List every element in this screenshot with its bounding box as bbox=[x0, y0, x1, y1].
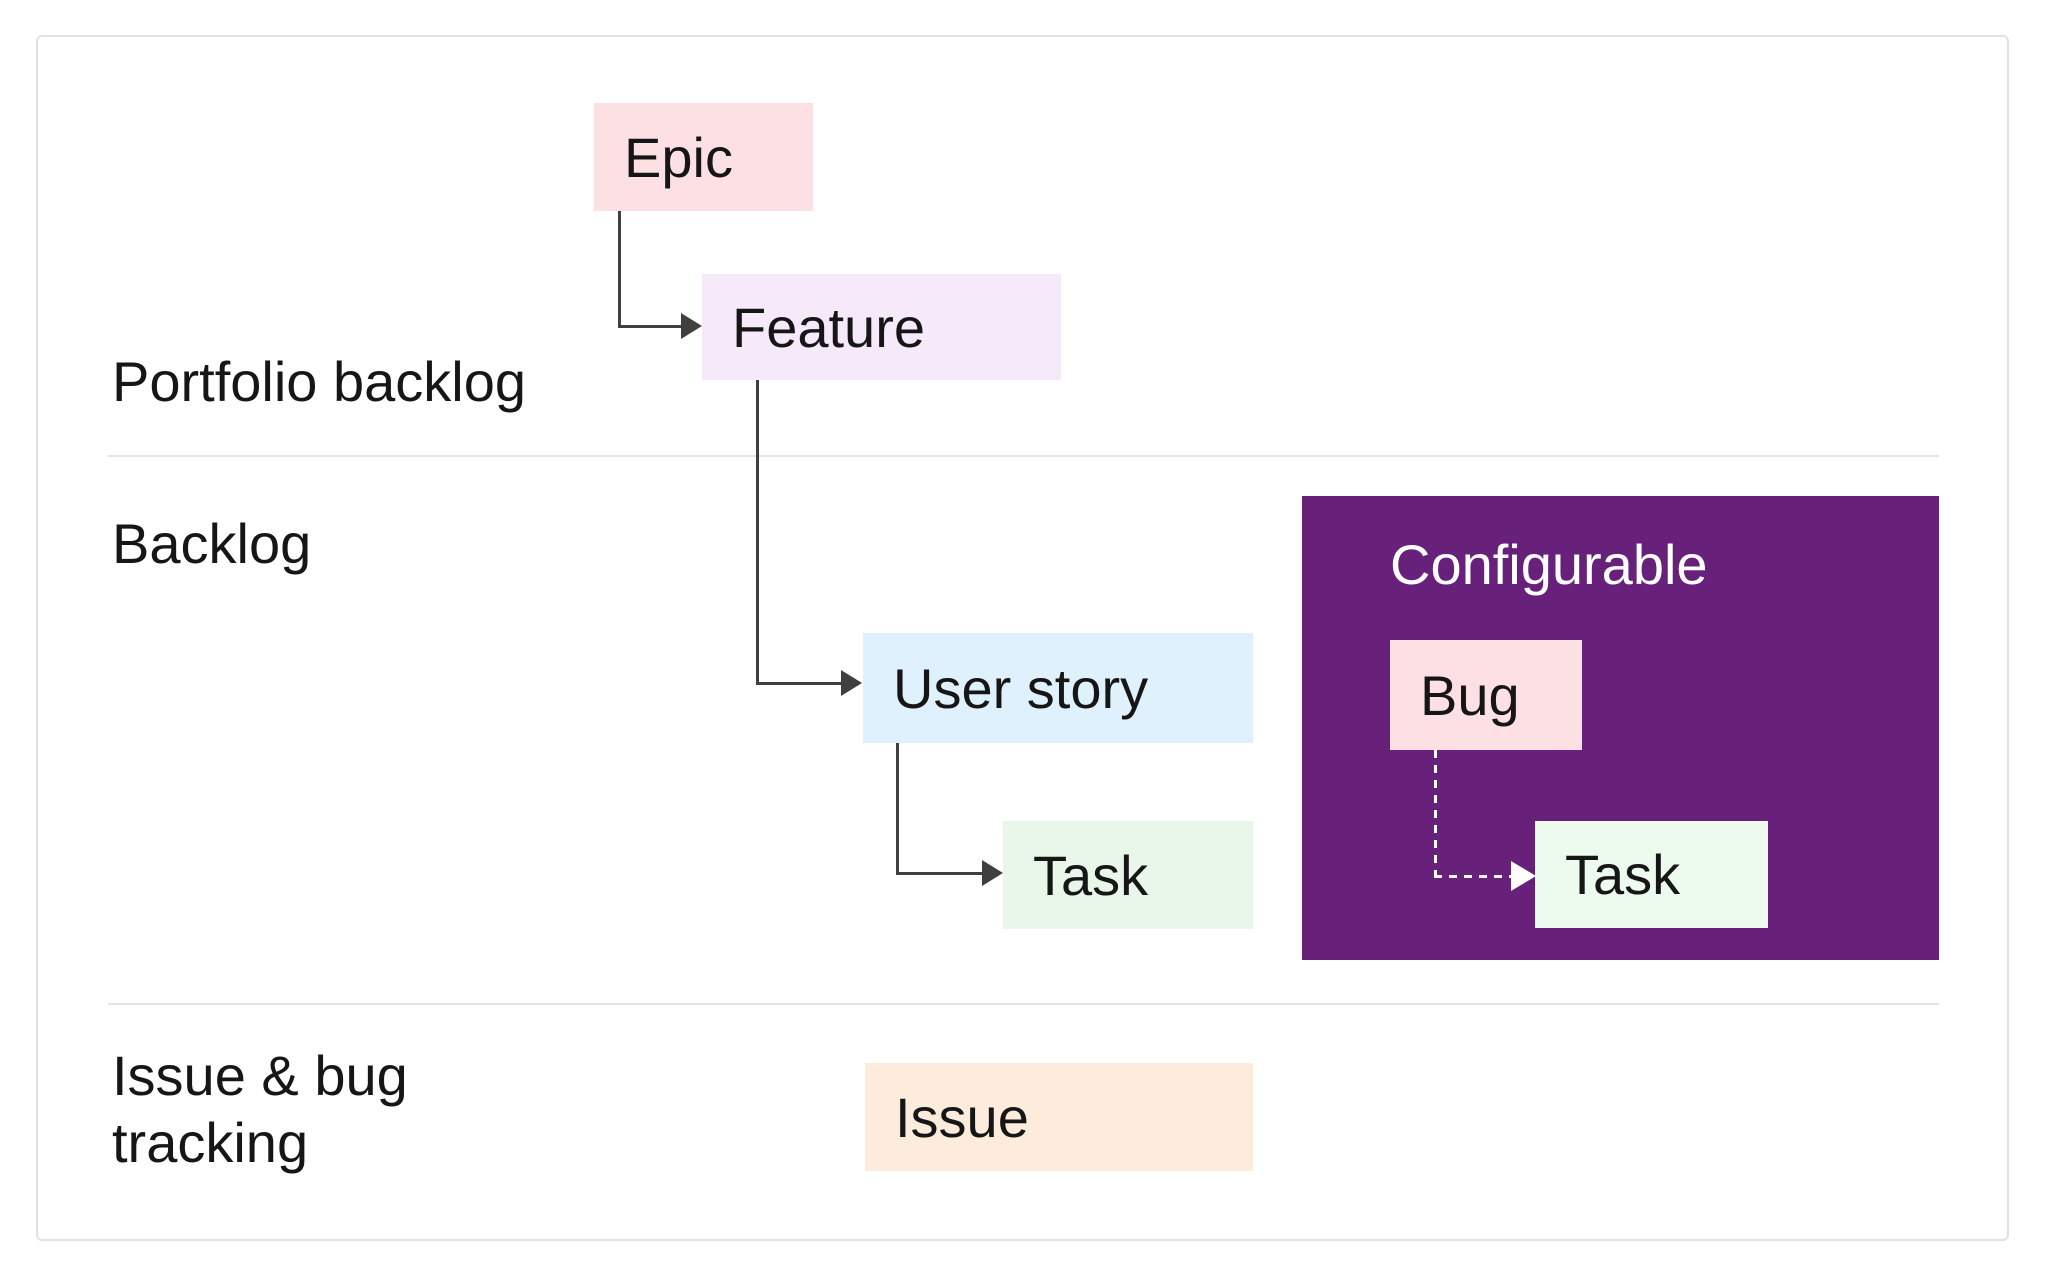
node-feature: Feature bbox=[702, 274, 1061, 380]
divider-portfolio-backlog bbox=[108, 455, 1939, 457]
node-feature-label: Feature bbox=[732, 295, 925, 359]
configurable-group-title: Configurable bbox=[1390, 533, 1708, 596]
arrowhead-right-icon bbox=[841, 670, 862, 696]
node-issue: Issue bbox=[865, 1063, 1253, 1171]
epic-to-feature-connector-horizontal bbox=[618, 325, 682, 328]
divider-backlog-issue bbox=[108, 1003, 1939, 1005]
node-epic: Epic bbox=[594, 103, 813, 211]
arrowhead-right-icon bbox=[982, 860, 1003, 886]
node-configurable-task: Task bbox=[1535, 821, 1768, 928]
node-bug: Bug bbox=[1390, 640, 1582, 750]
section-label-backlog: Backlog bbox=[112, 512, 312, 575]
configurable-group: Configurable Bug Task bbox=[1302, 496, 1939, 960]
node-user-story-label: User story bbox=[893, 656, 1149, 720]
node-task: Task bbox=[1003, 821, 1253, 929]
user-story-to-task-connector-vertical bbox=[896, 743, 899, 875]
bug-to-task-dotted-connector-vertical bbox=[1434, 750, 1437, 878]
epic-to-feature-connector-vertical bbox=[618, 211, 621, 328]
arrowhead-right-icon bbox=[681, 313, 702, 339]
section-label-portfolio-backlog: Portfolio backlog bbox=[112, 350, 527, 413]
feature-to-user-story-connector-vertical bbox=[756, 380, 759, 685]
node-task-label: Task bbox=[1033, 843, 1149, 907]
feature-to-user-story-connector-horizontal bbox=[756, 682, 842, 685]
bug-to-task-dotted-connector-horizontal bbox=[1434, 875, 1512, 878]
node-bug-label: Bug bbox=[1420, 663, 1520, 727]
node-epic-label: Epic bbox=[624, 125, 733, 189]
node-configurable-task-label: Task bbox=[1565, 843, 1681, 906]
node-user-story: User story bbox=[863, 633, 1253, 743]
user-story-to-task-connector-horizontal bbox=[896, 872, 983, 875]
arrowhead-right-white-icon bbox=[1511, 861, 1536, 891]
section-label-issue-bug-tracking: Issue & bug tracking bbox=[112, 1044, 408, 1175]
node-issue-label: Issue bbox=[895, 1085, 1029, 1149]
